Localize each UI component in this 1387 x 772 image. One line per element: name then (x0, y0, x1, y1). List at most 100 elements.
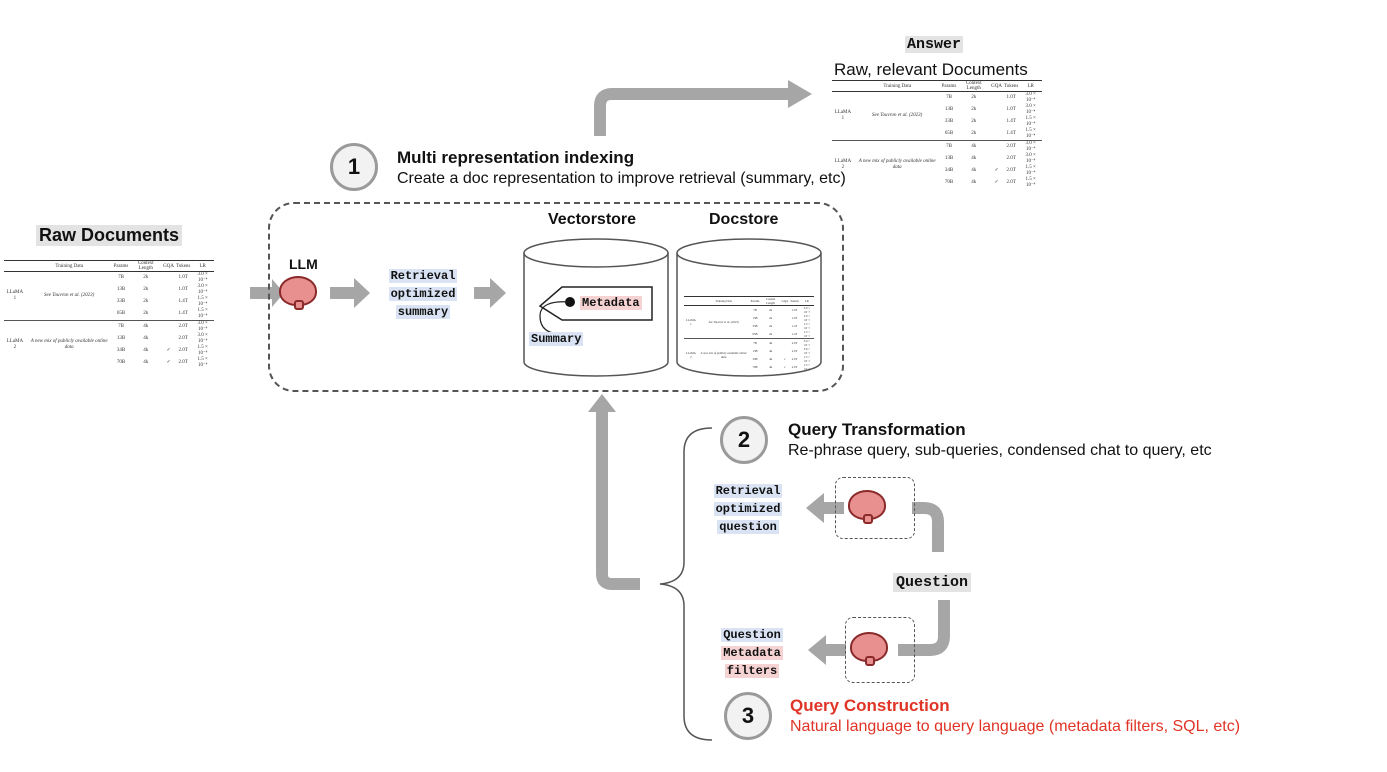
training-data: See Touvron et al. (2023) (44, 293, 95, 298)
table-cell (780, 338, 790, 347)
table-cell: 34B (944, 168, 954, 173)
answer-label: Answer (905, 36, 964, 53)
table-cell: 33B (944, 119, 954, 124)
answer-subtitle: Raw, relevant Documents (834, 60, 1028, 79)
arrow-summary-to-vectorstore (474, 287, 494, 299)
brain-icon (848, 490, 886, 524)
table-cell: 4k (971, 156, 977, 161)
table-cell (990, 140, 1003, 153)
qm-line-3: filters (724, 664, 780, 678)
step3-number: 3 (724, 692, 772, 740)
model-name: LLaMA 1 (6, 290, 24, 301)
table-cell: 2.0T (1006, 180, 1016, 185)
arrow-question-to-construct (898, 600, 950, 656)
table-cell: 13B (752, 349, 758, 353)
table-cell: 2k (143, 299, 149, 304)
table-cell: 4k (769, 349, 773, 353)
table-cell (781, 322, 790, 330)
table-header (684, 296, 698, 306)
step2-title: Query Transformation (788, 420, 966, 439)
table-row: LLaMA 1 See Touvron et al. (2023) 7B 2k 1.0T… (4, 272, 214, 301)
qm-line-2: Metadata (721, 646, 783, 660)
table-cell: 65B (752, 332, 758, 336)
table-header: Tokens (1003, 80, 1020, 92)
brain-icon (279, 276, 317, 310)
question-label: Question (893, 573, 972, 592)
table-header: GQA (780, 296, 790, 306)
model-name: LLaMA 2 (4, 320, 26, 369)
table-cell: 3.0 × 10⁻⁴ (799, 338, 814, 347)
table-cell: 34B (116, 348, 126, 353)
table-cell: ✓ (783, 365, 787, 369)
step3-desc: Natural language to query language (meta… (790, 718, 1241, 735)
table-header: Context Length (129, 260, 163, 272)
table-cell: 2.0T (789, 338, 800, 347)
arrow-question-to-transform (912, 502, 944, 552)
table-cell: 1.0T (178, 287, 188, 292)
table-cell: 13B (752, 316, 758, 320)
table-cell: 13B (944, 156, 954, 161)
table-cell: 1.4T (791, 324, 798, 328)
model-name: LLaMA 1 (685, 318, 696, 326)
table-cell: 1.4T (791, 332, 798, 336)
table-cell: 13B (944, 107, 954, 112)
arrow-transform-to-rq (820, 502, 844, 514)
training-data: A new mix of publicly available online d… (853, 140, 941, 189)
table-cell: 3.0 × 10⁻⁴ (191, 320, 214, 333)
table-cell: 1.0T (791, 308, 798, 312)
model-name: LLaMA 2 (684, 338, 698, 371)
table-cell: 70B (944, 180, 954, 185)
arrow-construct-to-qm (824, 644, 846, 656)
table-header (4, 260, 26, 272)
table-cell: 1.5 × 10⁻⁴ (803, 355, 810, 363)
table-cell (162, 272, 175, 285)
table-cell: 1.5 × 10⁻⁴ (803, 330, 810, 338)
table-cell (990, 116, 1003, 128)
table-cell (781, 306, 790, 315)
summary-line-3: summary (395, 305, 451, 319)
llm-label: LLM (289, 256, 318, 272)
table-cell: 1.5 × 10⁻⁴ (803, 322, 810, 330)
table-cell: 3.0 × 10⁻⁴ (803, 347, 810, 355)
table-cell: 1.0T (791, 316, 798, 320)
rq-line-1: Retrieval (713, 484, 783, 498)
arrow-transform-to-rq-head (806, 493, 824, 523)
table-cell (781, 347, 790, 355)
table-cell: 1.4T (178, 311, 188, 316)
step2-desc: Re-phrase query, sub-queries, condensed … (788, 442, 1212, 459)
table-header: Params (940, 80, 958, 92)
table-cell: 65B (944, 131, 954, 136)
table-cell: 3.0 × 10⁻⁴ (197, 272, 208, 283)
table-cell: ✓ (166, 360, 171, 365)
table-header: Tokens (175, 260, 192, 272)
rq-line-2: optimized (713, 502, 783, 516)
brain-icon (850, 632, 888, 666)
arrow-queries-to-index (596, 410, 640, 590)
table-cell: 1.5 × 10⁻⁴ (197, 357, 208, 368)
table-cell: 2k (971, 95, 977, 100)
step1-desc: Create a doc representation to improve r… (397, 170, 846, 187)
table-cell: 4k (143, 336, 149, 341)
table-cell: 34B (752, 357, 758, 361)
table-cell: 13B (116, 287, 126, 292)
table-cell: 7B (118, 275, 124, 280)
table-cell (990, 128, 1003, 141)
arrow-llm-to-summary-head (354, 278, 370, 308)
table-cell: 7B (112, 320, 130, 333)
table-cell: 1.0T (1006, 95, 1016, 100)
arrow-summary-to-vectorstore-head (490, 278, 506, 308)
qm-line-1: Question (721, 628, 783, 642)
table-cell: 1.5 × 10⁻⁴ (1025, 116, 1036, 127)
arrow-raw-to-llm-head (272, 279, 284, 307)
table-header: Context Length (957, 80, 991, 92)
table-header: Training Data (697, 296, 750, 306)
arrow-to-answer-head (788, 80, 812, 108)
table-cell: 7B (940, 140, 958, 153)
